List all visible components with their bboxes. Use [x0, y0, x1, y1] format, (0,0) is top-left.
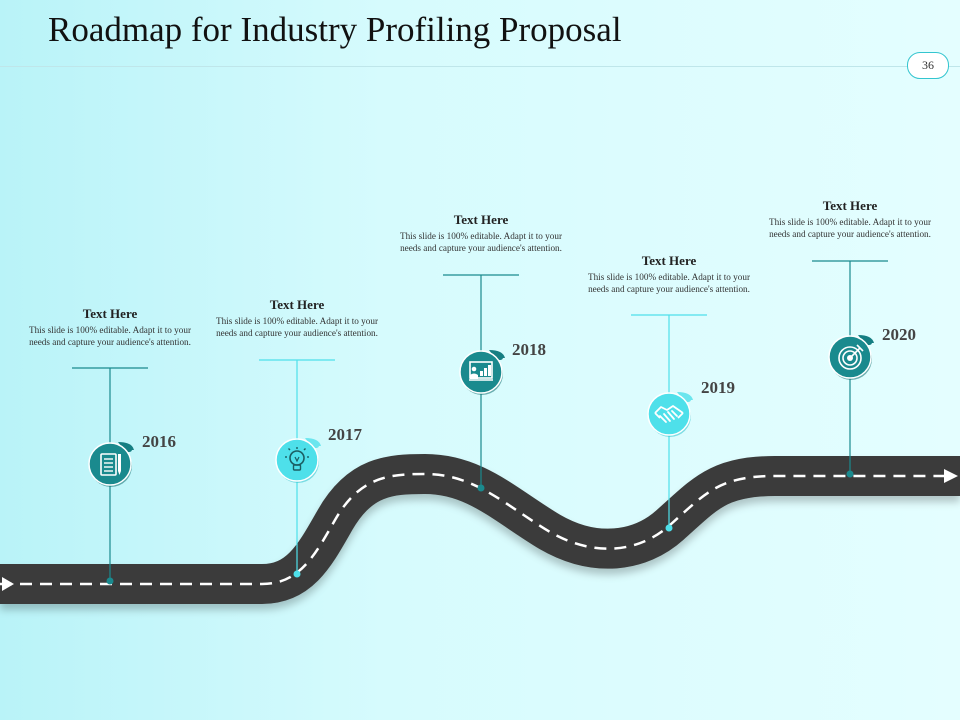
milestone-year: 2017	[328, 425, 362, 444]
notepad-icon	[86, 440, 134, 488]
milestone-heading: Text Here	[269, 297, 325, 312]
title-divider	[0, 66, 960, 67]
milestone-year: 2018	[512, 340, 546, 359]
milestone-description: This slide is 100% editable. Adapt it to…	[587, 272, 751, 294]
road-start-arrow-icon	[2, 577, 14, 591]
milestone-heading: Text Here	[82, 306, 138, 321]
milestone-description: This slide is 100% editable. Adapt it to…	[768, 217, 932, 239]
milestone-year: 2020	[882, 325, 916, 344]
milestone-year: 2016	[142, 432, 176, 451]
milestone-heading: Text Here	[453, 212, 509, 227]
road	[0, 454, 960, 604]
milestone-road-dot	[106, 577, 114, 585]
milestone-heading: Text Here	[641, 253, 697, 268]
road-end-arrow-icon	[944, 469, 958, 483]
milestone-description: This slide is 100% editable. Adapt it to…	[399, 231, 563, 253]
page-number-badge: 36	[907, 52, 949, 79]
milestone-road-dot	[293, 570, 301, 578]
milestone-year: 2019	[701, 378, 735, 397]
presentation-board-icon	[457, 348, 505, 396]
milestone-description: This slide is 100% editable. Adapt it to…	[215, 316, 379, 338]
milestone-road-dot	[665, 524, 673, 532]
road-center-dashes	[0, 472, 945, 586]
handshake-icon	[645, 390, 693, 438]
milestone-heading: Text Here	[822, 198, 878, 213]
target-icon	[826, 333, 874, 381]
lightbulb-icon	[273, 436, 321, 484]
milestone-description: This slide is 100% editable. Adapt it to…	[28, 325, 192, 347]
milestone-road-dot	[846, 470, 854, 478]
milestone-road-dot	[477, 484, 485, 492]
page-title: Roadmap for Industry Profiling Proposal	[48, 10, 622, 49]
